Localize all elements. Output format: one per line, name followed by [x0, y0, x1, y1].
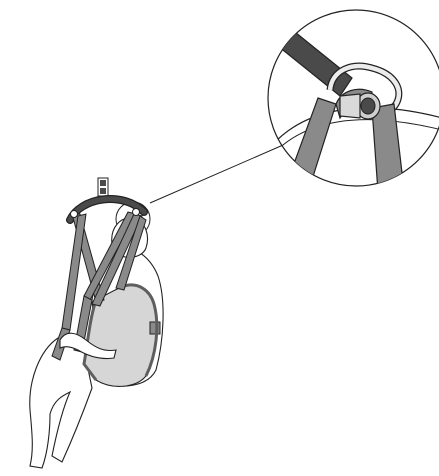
hook-peg-detail — [340, 93, 380, 119]
sling-tab — [150, 322, 160, 334]
callout-leader-line — [150, 142, 290, 203]
detail-callout — [268, 10, 439, 192]
hanger-attachment — [98, 178, 108, 196]
main-figure — [30, 178, 163, 468]
